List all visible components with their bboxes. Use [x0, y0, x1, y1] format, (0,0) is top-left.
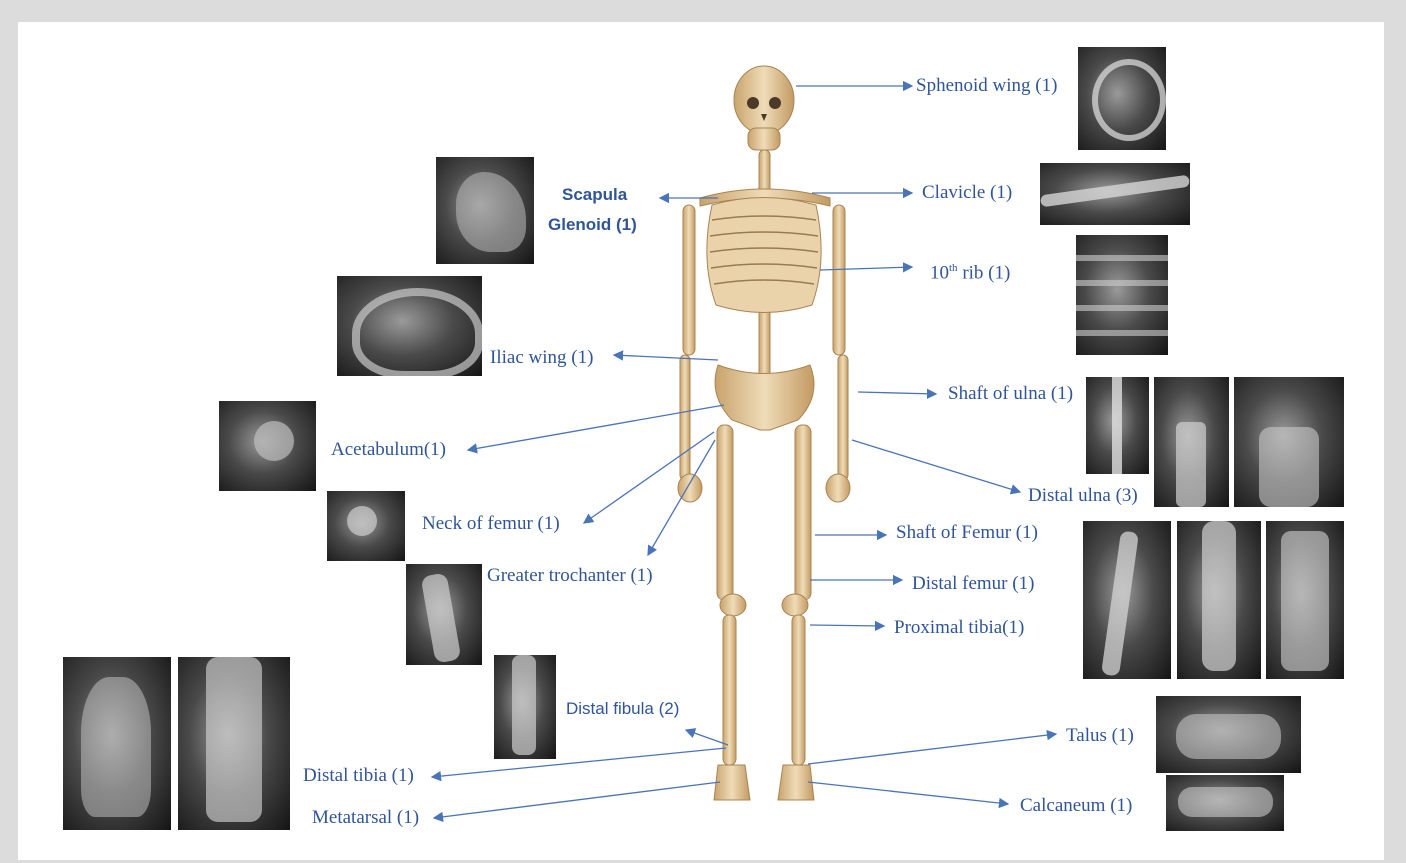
arrow-ulna-shaft: [858, 392, 936, 394]
left-knee: [720, 594, 746, 616]
xray-distal-fibula: [494, 655, 556, 759]
label-shaft-of-ulna: Shaft of ulna (1): [948, 383, 1073, 405]
xray-calcaneum: [1166, 775, 1284, 831]
arrow-calcaneum: [808, 782, 1008, 804]
right-femur: [795, 425, 811, 600]
left-femur: [717, 425, 733, 600]
left-humerus: [683, 205, 695, 355]
right-hand: [826, 474, 850, 502]
xray-clavicle: [1040, 163, 1190, 225]
label-metatarsal: Metatarsal (1): [312, 807, 419, 829]
label-scapula-line1: Scapula: [562, 184, 627, 206]
arrow-proximal-tibia: [810, 625, 884, 626]
arrow-iliac: [614, 355, 718, 360]
label-distal-fibula: Distal fibula (2): [566, 698, 679, 720]
xray-proximal-tibia: [1266, 521, 1344, 679]
label-calcaneum: Calcaneum (1): [1020, 795, 1132, 817]
label-proximal-tibia: Proximal tibia(1): [894, 617, 1024, 639]
label-acetabulum: Acetabulum(1): [331, 439, 446, 461]
xray-scapula: [436, 157, 534, 264]
arrow-talus: [808, 734, 1056, 764]
xray-neck-femur: [327, 491, 405, 561]
xray-distal-femur: [1177, 521, 1261, 679]
label-talus: Talus (1): [1066, 725, 1134, 747]
xray-wrist-2: [1234, 377, 1344, 507]
xray-femur-shaft: [1083, 521, 1171, 679]
xray-foot: [63, 657, 171, 830]
xray-pelvis: [337, 276, 482, 376]
label-sphenoid-wing: Sphenoid wing (1): [916, 75, 1057, 97]
label-greater-trochanter: Greater trochanter (1): [487, 565, 653, 587]
label-neck-of-femur: Neck of femur (1): [422, 513, 560, 535]
label-distal-femur: Distal femur (1): [912, 573, 1034, 595]
xray-distal-tibia: [178, 657, 290, 830]
left-forearm: [680, 355, 690, 480]
right-humerus: [833, 205, 845, 355]
xray-talus: [1156, 696, 1301, 773]
ribcage: [707, 198, 821, 313]
pelvis: [715, 365, 814, 430]
label-clavicle: Clavicle (1): [922, 182, 1012, 204]
right-forearm: [838, 355, 848, 480]
skull: [734, 66, 794, 134]
xray-skull: [1078, 47, 1166, 150]
label-scapula-line2: Glenoid (1): [548, 214, 637, 236]
arrow-metatarsal: [434, 782, 720, 818]
xray-ulna-shaft: [1086, 377, 1149, 474]
arrow-distal-ulna: [852, 440, 1020, 492]
arrow-distal-tibia: [432, 748, 726, 777]
label-shaft-of-femur: Shaft of Femur (1): [896, 522, 1038, 544]
jaw: [748, 128, 780, 150]
left-tibia: [723, 615, 736, 765]
right-knee: [782, 594, 808, 616]
xray-acetabulum: [219, 401, 316, 491]
xray-wrist-1: [1154, 377, 1229, 507]
arrow-distal-fibula: [686, 730, 728, 745]
label-iliac-wing: Iliac wing (1): [490, 347, 593, 369]
right-tibia: [792, 615, 805, 765]
xray-rib: [1076, 235, 1168, 355]
xray-greater-trochanter: [406, 564, 482, 665]
label-10th-rib: 10th rib (1): [930, 257, 1010, 284]
label-distal-ulna: Distal ulna (3): [1028, 485, 1138, 507]
label-distal-tibia: Distal tibia (1): [303, 765, 414, 787]
